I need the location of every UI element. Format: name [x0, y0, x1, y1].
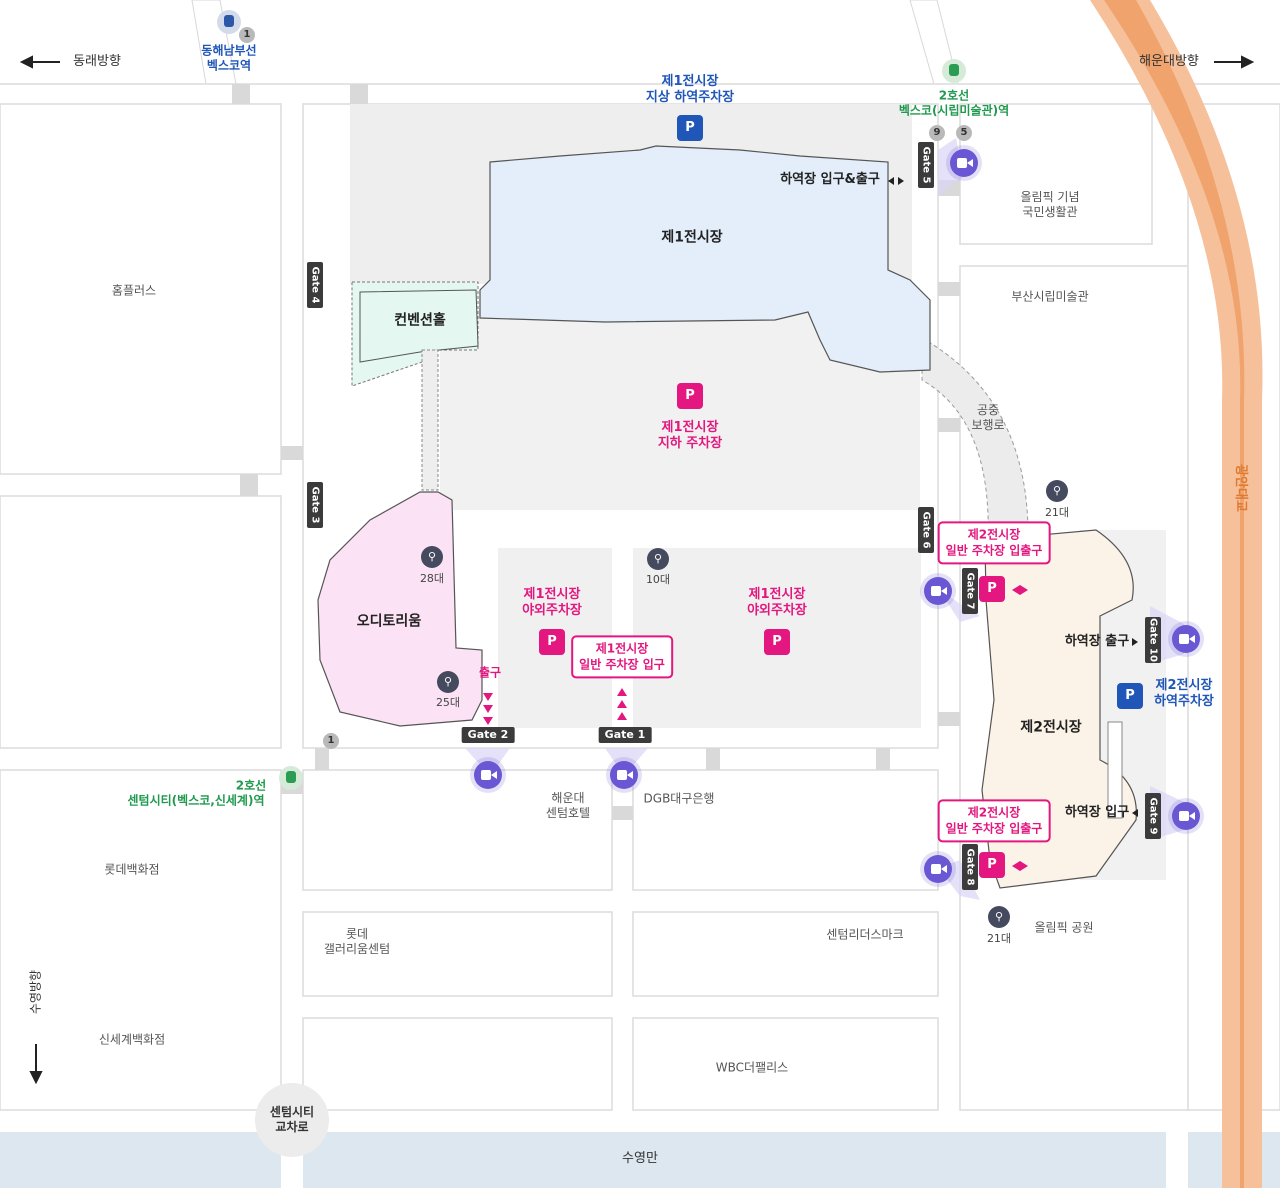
gate-6-badge: Gate 6 [918, 507, 934, 553]
train-icon [942, 59, 966, 83]
shinsegae-label: 신세계백화점 [98, 1032, 166, 1047]
camera-icon[interactable] [610, 761, 638, 789]
parking-icon: P [764, 629, 790, 655]
gate-10-badge: Gate 10 [1145, 617, 1161, 663]
bicycle-icon: ⚲ [647, 548, 669, 570]
camera-icon[interactable] [474, 761, 502, 789]
exit-label: 출구 [478, 665, 502, 680]
direction-east-label: 해운대방향 [1139, 53, 1199, 69]
exit-number-badge: 1 [239, 27, 255, 43]
lotte-gallerium-label: 롯데 갤러리움센텀 [323, 927, 391, 956]
gate-8-badge: Gate 8 [962, 844, 978, 890]
donghae-line-label: 동해남부선 [201, 43, 257, 58]
homeplus-label: 홈플러스 [111, 283, 157, 298]
hall1-outdoor-parking-left-label: 제1전시장 야외주차장 [522, 586, 582, 618]
centum-station-label: 센텀시티(벡스코,신세계)역 [127, 793, 265, 808]
hall1-label: 제1전시장 [661, 229, 723, 246]
bike-count-28: 28대 [419, 572, 445, 586]
parking-icon: P [979, 852, 1005, 878]
gate-7-badge: Gate 7 [962, 568, 978, 614]
parking-icon: P [979, 576, 1005, 602]
gate-3-badge: Gate 3 [307, 482, 323, 528]
camera-icon[interactable] [1172, 802, 1200, 830]
hall2-loading-entry-label: 하역장 입구 [1064, 804, 1130, 820]
camera-icon[interactable] [1172, 625, 1200, 653]
gate-1-badge: Gate 1 [598, 727, 652, 743]
exit-number-badge: 9 [929, 125, 945, 141]
bike-count-10: 10대 [645, 573, 671, 587]
bexco-station-label: 벡스코역 [206, 58, 252, 73]
gate-5-badge: Gate 5 [918, 142, 934, 188]
hall1-general-entry-label: 제1전시장 일반 주차장 입구 [571, 635, 673, 679]
convention-hall-label: 컨벤션홀 [394, 312, 446, 329]
parking-icon: P [1117, 683, 1143, 709]
hall1-loading-dock-label: 하역장 입구&출구 [780, 171, 880, 187]
gate-2-badge: Gate 2 [461, 727, 515, 743]
train-icon [217, 10, 241, 34]
hall2-loading-parking-label: 제2전시장 하역주차장 [1154, 677, 1214, 709]
suyeong-bay-label: 수영만 [622, 1150, 658, 1166]
hall1-loading-parking-label: 제1전시장 지상 하역주차장 [645, 73, 735, 105]
hall2-loading-exit-label: 하역장 출구 [1064, 633, 1130, 649]
skywalk-label: 공중 보행로 [971, 403, 1005, 432]
olympic-park-label: 올림픽 공원 [1034, 920, 1094, 935]
auditorium-label: 오디토리움 [356, 613, 422, 630]
bike-count-21-bottom: 21대 [986, 932, 1012, 946]
hall1-underground-parking-label: 제1전시장 지하 주차장 [657, 419, 723, 451]
gate-9-badge: Gate 9 [1145, 793, 1161, 839]
parking-icon: P [677, 383, 703, 409]
direction-west-label: 동래방향 [73, 53, 121, 69]
hotel-label: 해운대 센텀호텔 [545, 791, 591, 820]
dgb-label: DGB대구은행 [643, 791, 715, 806]
exit-number-badge: 1 [323, 733, 339, 749]
bicycle-icon: ⚲ [437, 671, 459, 693]
parking-icon: P [677, 115, 703, 141]
bicycle-icon: ⚲ [421, 546, 443, 568]
camera-icon[interactable] [924, 855, 952, 883]
lotte-dept-label: 롯데백화점 [104, 862, 160, 877]
gate-4-badge: Gate 4 [307, 262, 323, 308]
bicycle-icon: ⚲ [988, 906, 1010, 928]
bike-count-25: 25대 [435, 696, 461, 710]
camera-icon[interactable] [950, 149, 978, 177]
bexco-museum-station-label: 벡스코(시립미술관)역 [898, 103, 1010, 118]
wbc-label: WBC더팰리스 [715, 1060, 789, 1075]
bike-count-21-top: 21대 [1044, 506, 1070, 520]
intersection-marker [255, 1083, 329, 1157]
gwangan-bridge-label: 광안대교 [1233, 464, 1249, 512]
hall2-label: 제2전시장 [1020, 719, 1082, 736]
parking-icon: P [539, 629, 565, 655]
hall2-general-parking-bottom-label: 제2전시장 일반 주차장 입출구 [937, 799, 1051, 843]
centum-intersection-label: 센텀시티 교차로 [269, 1105, 315, 1134]
centum-leaders-label: 센텀리더스마크 [826, 927, 904, 942]
hall2-general-parking-top-label: 제2전시장 일반 주차장 입출구 [937, 521, 1051, 565]
direction-south-label: 수영방향 [28, 969, 43, 1015]
line2-label: 2호선 [938, 88, 970, 103]
camera-icon[interactable] [924, 577, 952, 605]
museum-label: 부산시립미술관 [1011, 289, 1089, 304]
bicycle-icon: ⚲ [1046, 480, 1068, 502]
olympic-memorial-label: 올림픽 기념 국민생활관 [1020, 190, 1080, 219]
line2-label: 2호선 [235, 778, 267, 793]
train-icon [279, 766, 303, 790]
exit-number-badge: 5 [956, 125, 972, 141]
hall1-outdoor-parking-right-label: 제1전시장 야외주차장 [747, 586, 807, 618]
